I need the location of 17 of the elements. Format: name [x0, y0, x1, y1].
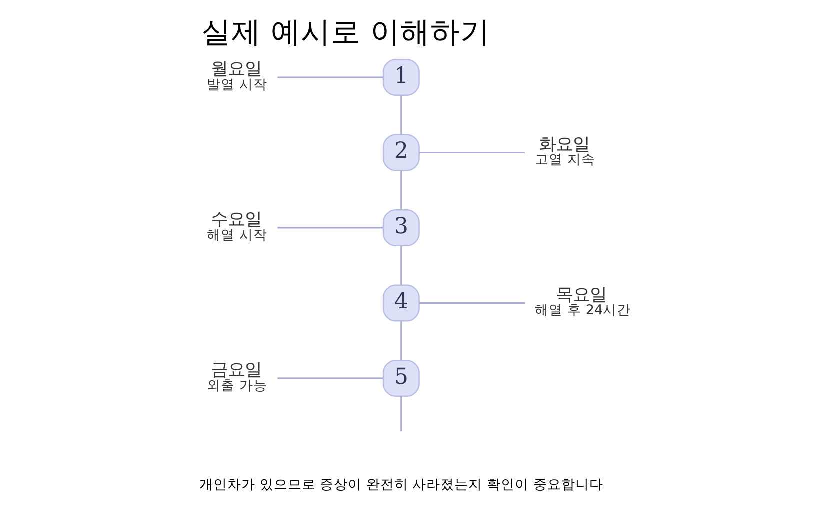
- connector: [278, 76, 384, 78]
- label: 개인차가 있으므로 증상이 완전히 사라졌는지 확인이 중요합니다: [199, 476, 604, 493]
- connector: [419, 302, 526, 304]
- connector: [400, 96, 402, 135]
- connector: [278, 378, 384, 380]
- node-text: 목요일 해열 후 24시간: [535, 285, 632, 319]
- node-text: 화요일 고열 지속: [535, 134, 596, 168]
- connector: [400, 396, 402, 432]
- connector: [400, 246, 402, 286]
- connector: [400, 170, 402, 210]
- node-text: 금요일 외출 가능: [207, 360, 268, 394]
- connector: [419, 152, 525, 154]
- node-text: 월요일 발열 시작: [207, 60, 268, 93]
- node-text: 수요일 해열 시작: [207, 210, 268, 244]
- connector: [278, 227, 384, 229]
- connector: [400, 321, 402, 360]
- diagram-title: 실제 예시로 이해하기: [201, 14, 490, 49]
